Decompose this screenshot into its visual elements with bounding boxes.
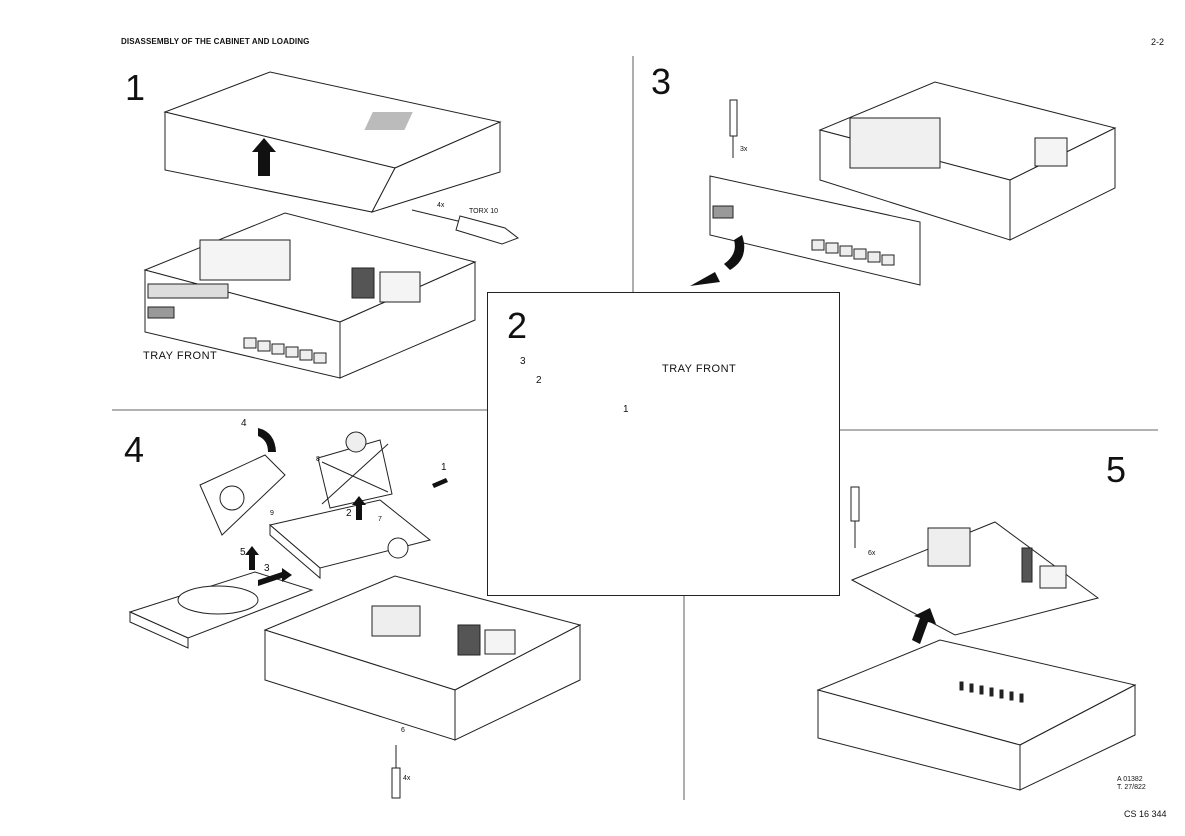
step2-label-3: 3: [520, 356, 526, 367]
step2-label-1: 1: [623, 404, 629, 415]
step4-label-1: 1: [441, 462, 447, 473]
step2-tray-front-label: TRAY FRONT: [662, 363, 737, 375]
page-title: DISASSEMBLY OF THE CABINET AND LOADING: [121, 37, 310, 46]
step4-screw-count: 4x: [403, 775, 411, 782]
step4-number: 4: [124, 429, 145, 470]
step2-detail-frame: [487, 292, 840, 596]
step1-lift-arrow: [252, 138, 276, 176]
step4-arrow-2: [352, 496, 366, 520]
step4-loader-frame: [268, 499, 432, 580]
step4-label-5: 5: [240, 547, 246, 558]
step4-label-9: 9: [270, 510, 274, 517]
reference-line-2: T. 27/822: [1117, 784, 1146, 791]
step3-number: 3: [651, 61, 672, 102]
step4-label-2: 2: [346, 508, 352, 519]
step1-number: 1: [125, 67, 146, 108]
step5-screw-count: 6x: [868, 550, 876, 557]
step4-chassis: [263, 575, 582, 741]
step5-main-board: [850, 521, 1100, 636]
step1-cabinet-lid: [163, 71, 502, 213]
step4-tray: [128, 571, 314, 649]
step4-label-4: 4: [241, 418, 247, 429]
document-number: CS 16 344: [1124, 809, 1167, 819]
step1-tray-front-label: TRAY FRONT: [143, 350, 218, 362]
step2-number: 2: [507, 305, 528, 346]
reference-code: A 01382 T. 27/822: [1117, 776, 1146, 792]
step4-label-3: 3: [264, 563, 270, 574]
step3-swing-arrow: [724, 235, 745, 270]
step5-screwdriver: [850, 486, 860, 548]
step4-label-6: 6: [401, 727, 405, 734]
step3-screw-count: 3x: [740, 146, 748, 153]
step5-number: 5: [1106, 449, 1127, 490]
step4-arrow-4: [258, 428, 276, 452]
step4-label-8: 8: [316, 456, 320, 463]
step4-clamp-bracket: [317, 431, 393, 509]
reference-line-1: A 01382: [1117, 776, 1143, 783]
step4-screwdriver: [391, 745, 401, 799]
step3-chassis: [818, 81, 1117, 241]
step1-screwdriver: [411, 209, 520, 245]
step2-label-2: 2: [536, 375, 542, 386]
step4-arrow-1: [432, 478, 448, 488]
step3-pull-arrow: [690, 272, 720, 286]
step4-arrow-3: [258, 568, 292, 586]
step4-label-7: 7: [378, 516, 382, 523]
step1-screw-count: 4x: [437, 202, 445, 209]
step3-screwdriver: [729, 99, 738, 158]
step1-tool-label: TORX 10: [469, 208, 499, 215]
step5-chassis: [816, 639, 1137, 791]
step5-lift-arrow: [912, 608, 936, 644]
step3-front-panel: [709, 175, 921, 286]
page-number: 2-2: [1151, 37, 1165, 47]
step1-chassis: [143, 212, 477, 379]
step4-disc-clamp: [199, 454, 286, 536]
step4-arrow-5: [245, 546, 259, 570]
